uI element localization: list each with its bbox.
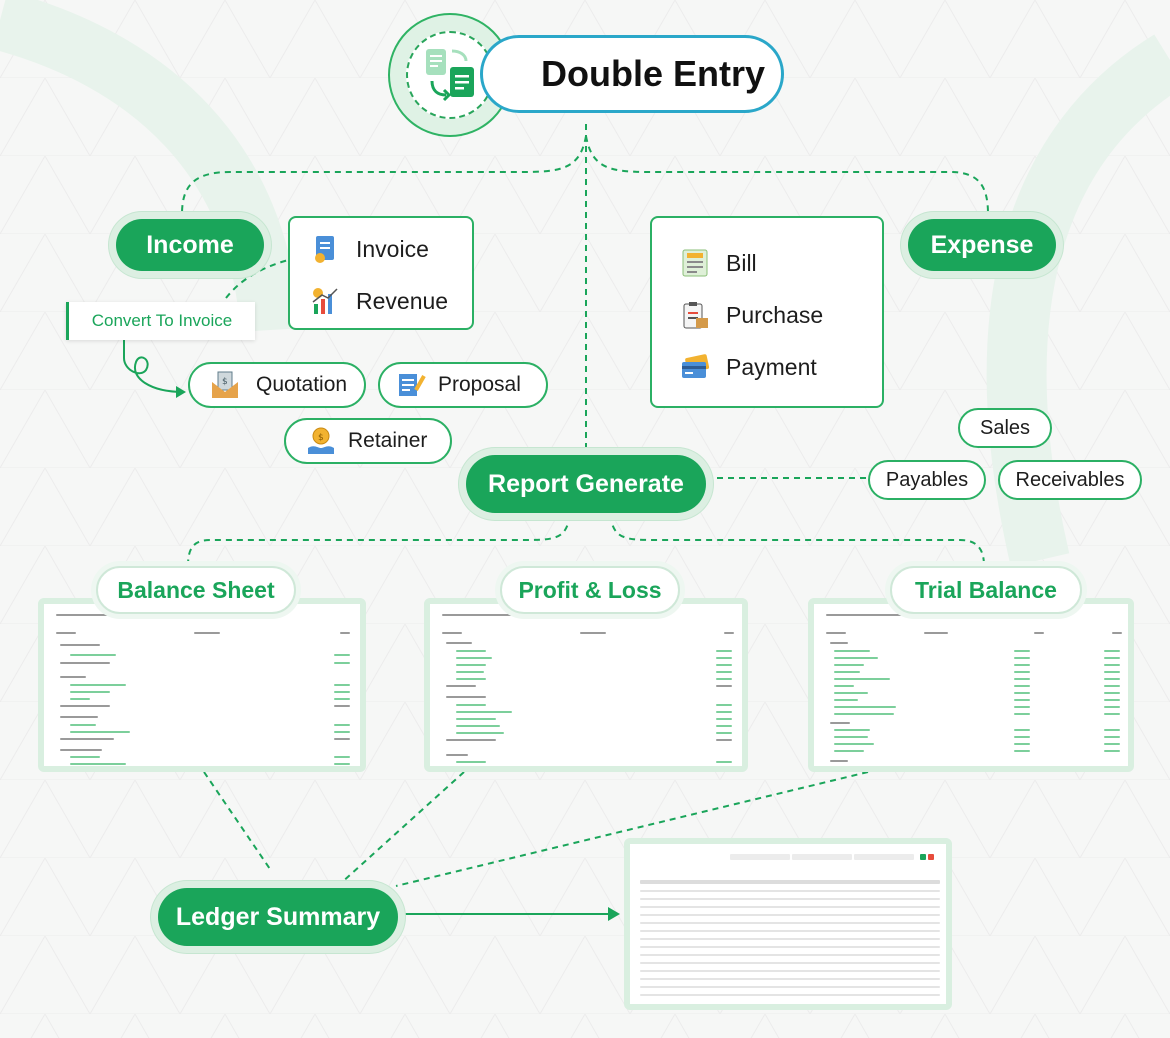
report-generate-node[interactable]: Report Generate [466, 455, 706, 513]
revenue-label: Revenue [356, 287, 449, 314]
retainer-item[interactable]: $ Retainer [284, 418, 452, 464]
svg-text:$: $ [318, 433, 324, 443]
ledger-table-preview [624, 838, 952, 1010]
revenue-item[interactable]: Revenue [310, 286, 448, 316]
trial-balance-preview [808, 598, 1134, 772]
quotation-label: Quotation [256, 373, 348, 396]
proposal-label: Proposal [438, 373, 521, 396]
sales-report-item[interactable]: Sales [958, 408, 1052, 448]
page-title: Double Entry [480, 35, 784, 113]
revenue-chart-icon [310, 286, 340, 316]
bill-label: Bill [726, 249, 757, 276]
profit-loss-preview [424, 598, 748, 772]
purchase-label: Purchase [726, 301, 824, 328]
purchase-item[interactable]: Purchase [680, 300, 823, 330]
trial-balance-node[interactable]: Trial Balance [890, 566, 1082, 614]
income-node[interactable]: Income [116, 219, 264, 271]
purchase-clipboard-icon [680, 300, 710, 330]
bill-icon [680, 248, 710, 278]
payment-item[interactable]: Payment [680, 352, 817, 382]
receivables-report-item[interactable]: Receivables [998, 460, 1142, 500]
income-items-box: Invoice Revenue [288, 216, 474, 330]
retainer-label: Retainer [348, 429, 428, 452]
payment-card-icon [680, 352, 710, 382]
proposal-document-icon [396, 370, 426, 400]
convert-to-invoice-label: Convert To Invoice [66, 302, 255, 340]
quotation-envelope-icon: $ [210, 370, 240, 400]
expense-node[interactable]: Expense [908, 219, 1056, 271]
retainer-coin-icon: $ [306, 426, 336, 456]
expense-items-box: Bill Purchase Payment [650, 216, 884, 408]
ledger-summary-node[interactable]: Ledger Summary [158, 888, 398, 946]
proposal-item[interactable]: Proposal [378, 362, 548, 408]
bill-item[interactable]: Bill [680, 248, 757, 278]
balance-sheet-node[interactable]: Balance Sheet [96, 566, 296, 614]
payables-report-item[interactable]: Payables [868, 460, 986, 500]
invoice-item[interactable]: Invoice [310, 234, 429, 264]
svg-text:$: $ [222, 377, 228, 387]
invoice-icon [310, 234, 340, 264]
profit-loss-node[interactable]: Profit & Loss [500, 566, 680, 614]
invoice-label: Invoice [356, 235, 429, 262]
quotation-item[interactable]: $ Quotation [188, 362, 366, 408]
balance-sheet-preview [38, 598, 366, 772]
payment-label: Payment [726, 353, 817, 380]
